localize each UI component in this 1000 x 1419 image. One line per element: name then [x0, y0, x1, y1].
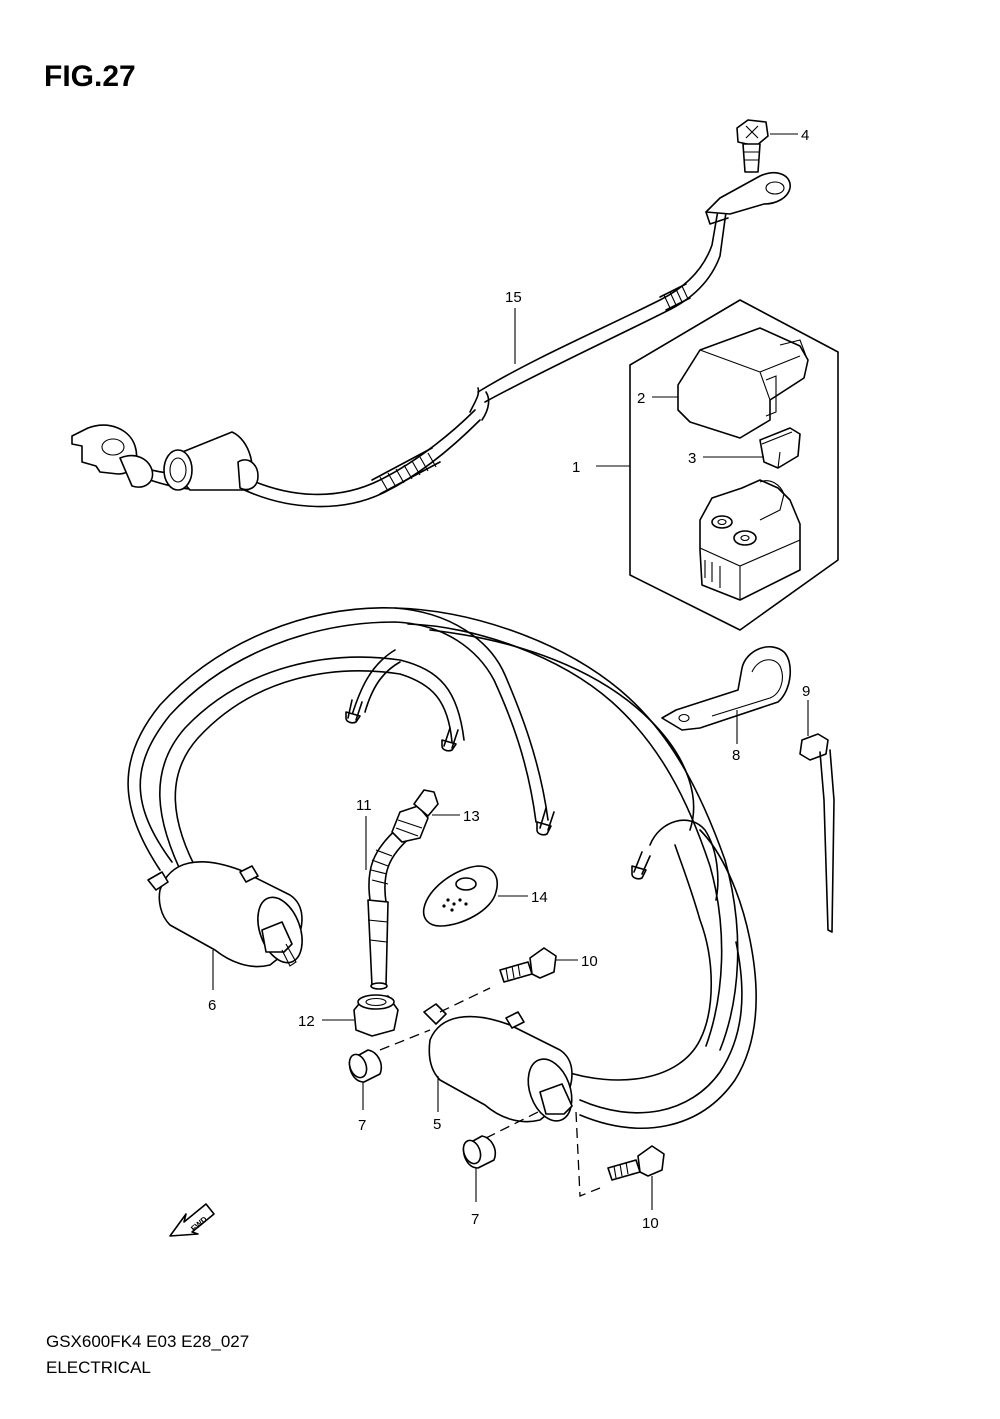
- ignition-coil-part-5[interactable]: [423, 1003, 580, 1127]
- fuse-part-3[interactable]: [759, 427, 801, 469]
- relay-body: [699, 479, 801, 601]
- section-name: ELECTRICAL: [46, 1358, 151, 1377]
- cable-sleeve-right: [659, 283, 691, 311]
- callout-2: 2: [637, 390, 678, 407]
- callout-3: 3: [688, 450, 764, 467]
- callout-10-lower: 10: [642, 1176, 659, 1232]
- spacer-part-7-upper[interactable]: [346, 1049, 383, 1083]
- svg-text:12: 12: [298, 1013, 315, 1030]
- callout-15: 15: [505, 289, 522, 364]
- callout-1: 1: [572, 459, 630, 476]
- callout-4: 4: [770, 127, 809, 144]
- model-code: GSX600FK4 E03 E28_027: [46, 1332, 250, 1351]
- bracket-part-8[interactable]: [661, 646, 791, 731]
- bolt-part-10-upper[interactable]: [499, 947, 557, 983]
- callout-13: 13: [432, 808, 480, 825]
- callout-5: 5: [433, 1076, 441, 1133]
- svg-text:11: 11: [356, 797, 372, 814]
- ignition-lead-wires: [127, 607, 758, 1129]
- cable-sleeve-left: [371, 447, 441, 495]
- callout-11: 11: [356, 797, 372, 870]
- svg-text:3: 3: [688, 450, 696, 467]
- callout-8: 8: [732, 710, 740, 764]
- callout-6: 6: [208, 950, 216, 1014]
- svg-text:10: 10: [642, 1215, 659, 1232]
- callout-9: 9: [802, 683, 810, 736]
- svg-text:13: 13: [463, 808, 480, 825]
- callout-14: 14: [498, 889, 548, 906]
- figure-title: FIG.27: [44, 60, 136, 93]
- cable-terminal-upper: [705, 172, 791, 225]
- assembly-guide-lines: [379, 987, 601, 1197]
- svg-text:14: 14: [531, 889, 548, 906]
- cable-terminal-lower: [71, 424, 259, 491]
- svg-text:9: 9: [802, 683, 810, 700]
- forward-direction-arrow-icon: FWD: [169, 1203, 215, 1237]
- boot-part-12[interactable]: [353, 994, 399, 1037]
- bolt-part-4[interactable]: [736, 119, 769, 173]
- callout-12: 12: [298, 1013, 354, 1030]
- cable-tie-part-9[interactable]: [799, 733, 835, 933]
- starter-cable-part-15[interactable]: [71, 172, 791, 508]
- grommet-part-14[interactable]: [422, 865, 498, 927]
- relay-cover-part-2[interactable]: [677, 327, 809, 439]
- svg-text:7: 7: [358, 1117, 366, 1134]
- svg-text:1: 1: [572, 459, 580, 476]
- callout-7-upper: 7: [358, 1082, 366, 1134]
- svg-text:10: 10: [581, 953, 598, 970]
- bolt-part-10-lower[interactable]: [607, 1145, 665, 1181]
- svg-text:2: 2: [637, 390, 645, 407]
- svg-text:6: 6: [208, 997, 216, 1014]
- spacer-part-7-lower[interactable]: [460, 1135, 497, 1169]
- ignition-coil-part-6[interactable]: [147, 861, 310, 969]
- callout-7-lower: 7: [471, 1168, 479, 1228]
- svg-text:5: 5: [433, 1116, 441, 1133]
- spark-plug-cap-part-11[interactable]: [367, 825, 413, 990]
- svg-text:15: 15: [505, 289, 522, 306]
- callout-10-upper: 10: [556, 953, 598, 970]
- svg-text:7: 7: [471, 1211, 479, 1228]
- seal-part-13[interactable]: [391, 789, 439, 843]
- svg-text:8: 8: [732, 747, 740, 764]
- starter-relay-assembly-part-1[interactable]: [629, 299, 839, 631]
- svg-text:4: 4: [801, 127, 809, 144]
